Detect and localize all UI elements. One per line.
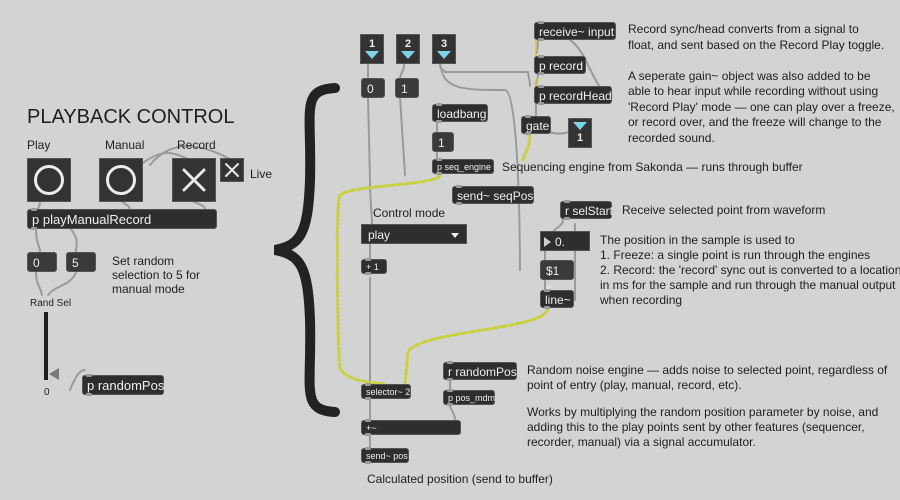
gate-button-label: 1 xyxy=(576,132,584,144)
msg-five[interactable]: 5 xyxy=(66,252,96,272)
loadbang-msg[interactable]: 1 xyxy=(432,132,454,152)
random-selection-note: Set random selection to 5 for manual mod… xyxy=(112,254,201,296)
p-pos-mdm-object[interactable]: p pos_mdm xyxy=(443,389,495,406)
control-mode-menu[interactable]: play xyxy=(361,224,467,244)
x-icon xyxy=(182,168,206,192)
play-manual-record-object[interactable]: p playManualRecord xyxy=(27,208,217,230)
seq-msg-0[interactable]: 0 xyxy=(361,78,385,98)
selection-number-box[interactable]: 0. xyxy=(540,231,590,251)
send-seqpos-object[interactable]: send~ seqPos xyxy=(452,185,534,205)
seq-button-3-label: 3 xyxy=(440,38,448,50)
loadbang-object[interactable]: loadbang xyxy=(432,103,488,123)
record-label: Record xyxy=(177,138,216,152)
playback-title: PLAYBACK CONTROL xyxy=(27,106,235,128)
gate-button[interactable]: 1 xyxy=(568,118,592,148)
random-pos-object[interactable]: p randomPos xyxy=(82,374,164,396)
chevron-down-icon xyxy=(451,233,459,238)
triangle-down-icon xyxy=(365,51,379,59)
seq-engine-object[interactable]: p seq_engine xyxy=(432,158,494,175)
calculated-position-label: Calculated position (send to buffer) xyxy=(367,472,553,486)
p-record-object[interactable]: p record xyxy=(534,55,586,75)
triangle-down-icon xyxy=(437,51,451,59)
send-pos-object[interactable]: send~ pos xyxy=(361,447,409,464)
seq-button-3[interactable]: 3 xyxy=(432,34,456,64)
rand-sel-slider[interactable] xyxy=(44,312,48,380)
live-label: Live xyxy=(250,167,273,181)
plus-tilde-object[interactable]: +~ xyxy=(361,419,461,436)
line-object[interactable]: line~ xyxy=(540,289,574,309)
x-icon xyxy=(225,163,239,177)
noise-note-2: Works by multiplying the random position… xyxy=(527,405,879,449)
dollar-msg[interactable]: $1 5 xyxy=(540,260,574,298)
live-toggle[interactable] xyxy=(220,158,244,182)
msg-zero[interactable]: 0 xyxy=(27,252,57,272)
seq-button-1-label: 1 xyxy=(368,38,376,50)
selection-note: The position in the sample is used to 1.… xyxy=(600,233,900,307)
slider-triangle-icon xyxy=(49,368,59,380)
circle-icon xyxy=(106,165,136,195)
seq-button-2-label: 2 xyxy=(404,38,412,50)
curly-brace xyxy=(273,83,340,417)
seq-button-1[interactable]: 1 xyxy=(360,34,384,64)
slider-value: 0 xyxy=(44,387,50,398)
triangle-down-icon xyxy=(573,122,587,130)
rand-sel-label: Rand Sel xyxy=(30,298,72,309)
control-mode-label: Control mode xyxy=(373,206,446,220)
manual-label: Manual xyxy=(105,138,145,152)
gate-object[interactable]: gate xyxy=(521,115,551,135)
noise-note-1: Random noise engine — adds noise to sele… xyxy=(527,363,888,392)
play-button[interactable] xyxy=(27,158,71,202)
control-mode-value: play xyxy=(368,228,391,242)
r-selstart-object[interactable]: r selStart xyxy=(560,200,613,220)
p-record-head-object[interactable]: p recordHead xyxy=(534,85,612,105)
selector-object[interactable]: selector~ 2 xyxy=(361,383,411,400)
circle-icon xyxy=(34,165,64,195)
record-note: Record sync/head converts from a signal … xyxy=(628,22,895,145)
plus-one-object[interactable]: + 1 xyxy=(361,258,387,275)
seq-engine-note: Sequencing engine from Sakonda — runs th… xyxy=(502,160,803,174)
r-selstart-note: Receive selected point from waveform xyxy=(622,203,826,217)
seq-button-2[interactable]: 2 xyxy=(396,34,420,64)
r-randompos-object[interactable]: r randomPos xyxy=(443,361,517,381)
triangle-down-icon xyxy=(401,51,415,59)
play-label: Play xyxy=(27,138,51,152)
record-toggle[interactable] xyxy=(172,158,216,202)
seq-msg-1[interactable]: 1 xyxy=(395,78,419,98)
receive-input-object[interactable]: receive~ input xyxy=(534,21,616,41)
manual-button[interactable] xyxy=(99,158,143,202)
